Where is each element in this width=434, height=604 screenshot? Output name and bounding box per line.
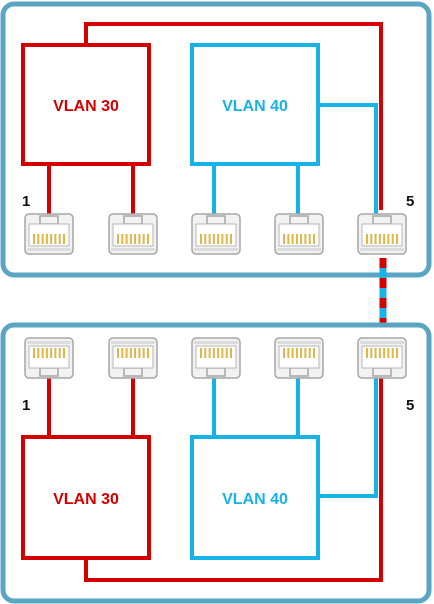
- switch-bottom-port-4-icon: [274, 337, 324, 379]
- switch-bottom-port-number-last: 5: [406, 397, 414, 414]
- switch-bottom-port-2-icon: [108, 337, 158, 379]
- switch-top-vlan30-box: [21, 43, 151, 166]
- switch-top-port-number-first: 1: [22, 193, 30, 210]
- switch-bottom-port-5-icon: [357, 337, 407, 379]
- switch-bottom-port-1-icon: [24, 337, 74, 379]
- switch-top-port-1-icon: [24, 213, 74, 255]
- switch-top: VLAN 30 VLAN 40 1 5: [0, 1, 432, 278]
- switch-bottom-vlan40-label: VLAN 40: [222, 491, 288, 508]
- switch-top-port-4-icon: [274, 213, 324, 255]
- switch-bottom-vlan40-box: [190, 435, 320, 560]
- switch-top-vlan30-trunk-wire: [84, 22, 383, 210]
- switch-bottom-vlan30-label: VLAN 30: [53, 491, 119, 508]
- switch-bottom-vlan30-trunk-wire: [84, 376, 383, 582]
- switch-bottom-port-number-first: 1: [22, 397, 30, 414]
- switch-bottom: VLAN 30 VLAN 40 1 5: [0, 322, 432, 604]
- switch-top-port-number-last: 5: [406, 193, 414, 210]
- switch-top-vlan30-label: VLAN 30: [53, 98, 119, 115]
- switch-bottom-port-3-icon: [191, 337, 241, 379]
- switch-top-port-5-icon: [357, 213, 407, 255]
- switch-top-vlan40-trunk-wire: [318, 103, 378, 216]
- switch-top-port-2-icon: [108, 213, 158, 255]
- switch-top-vlan40-label: VLAN 40: [222, 98, 288, 115]
- switch-bottom-vlan40-trunk-wire: [318, 376, 378, 498]
- switch-top-port-3-icon: [191, 213, 241, 255]
- switch-bottom-vlan30-box: [21, 435, 151, 560]
- switch-top-vlan40-box: [190, 43, 320, 166]
